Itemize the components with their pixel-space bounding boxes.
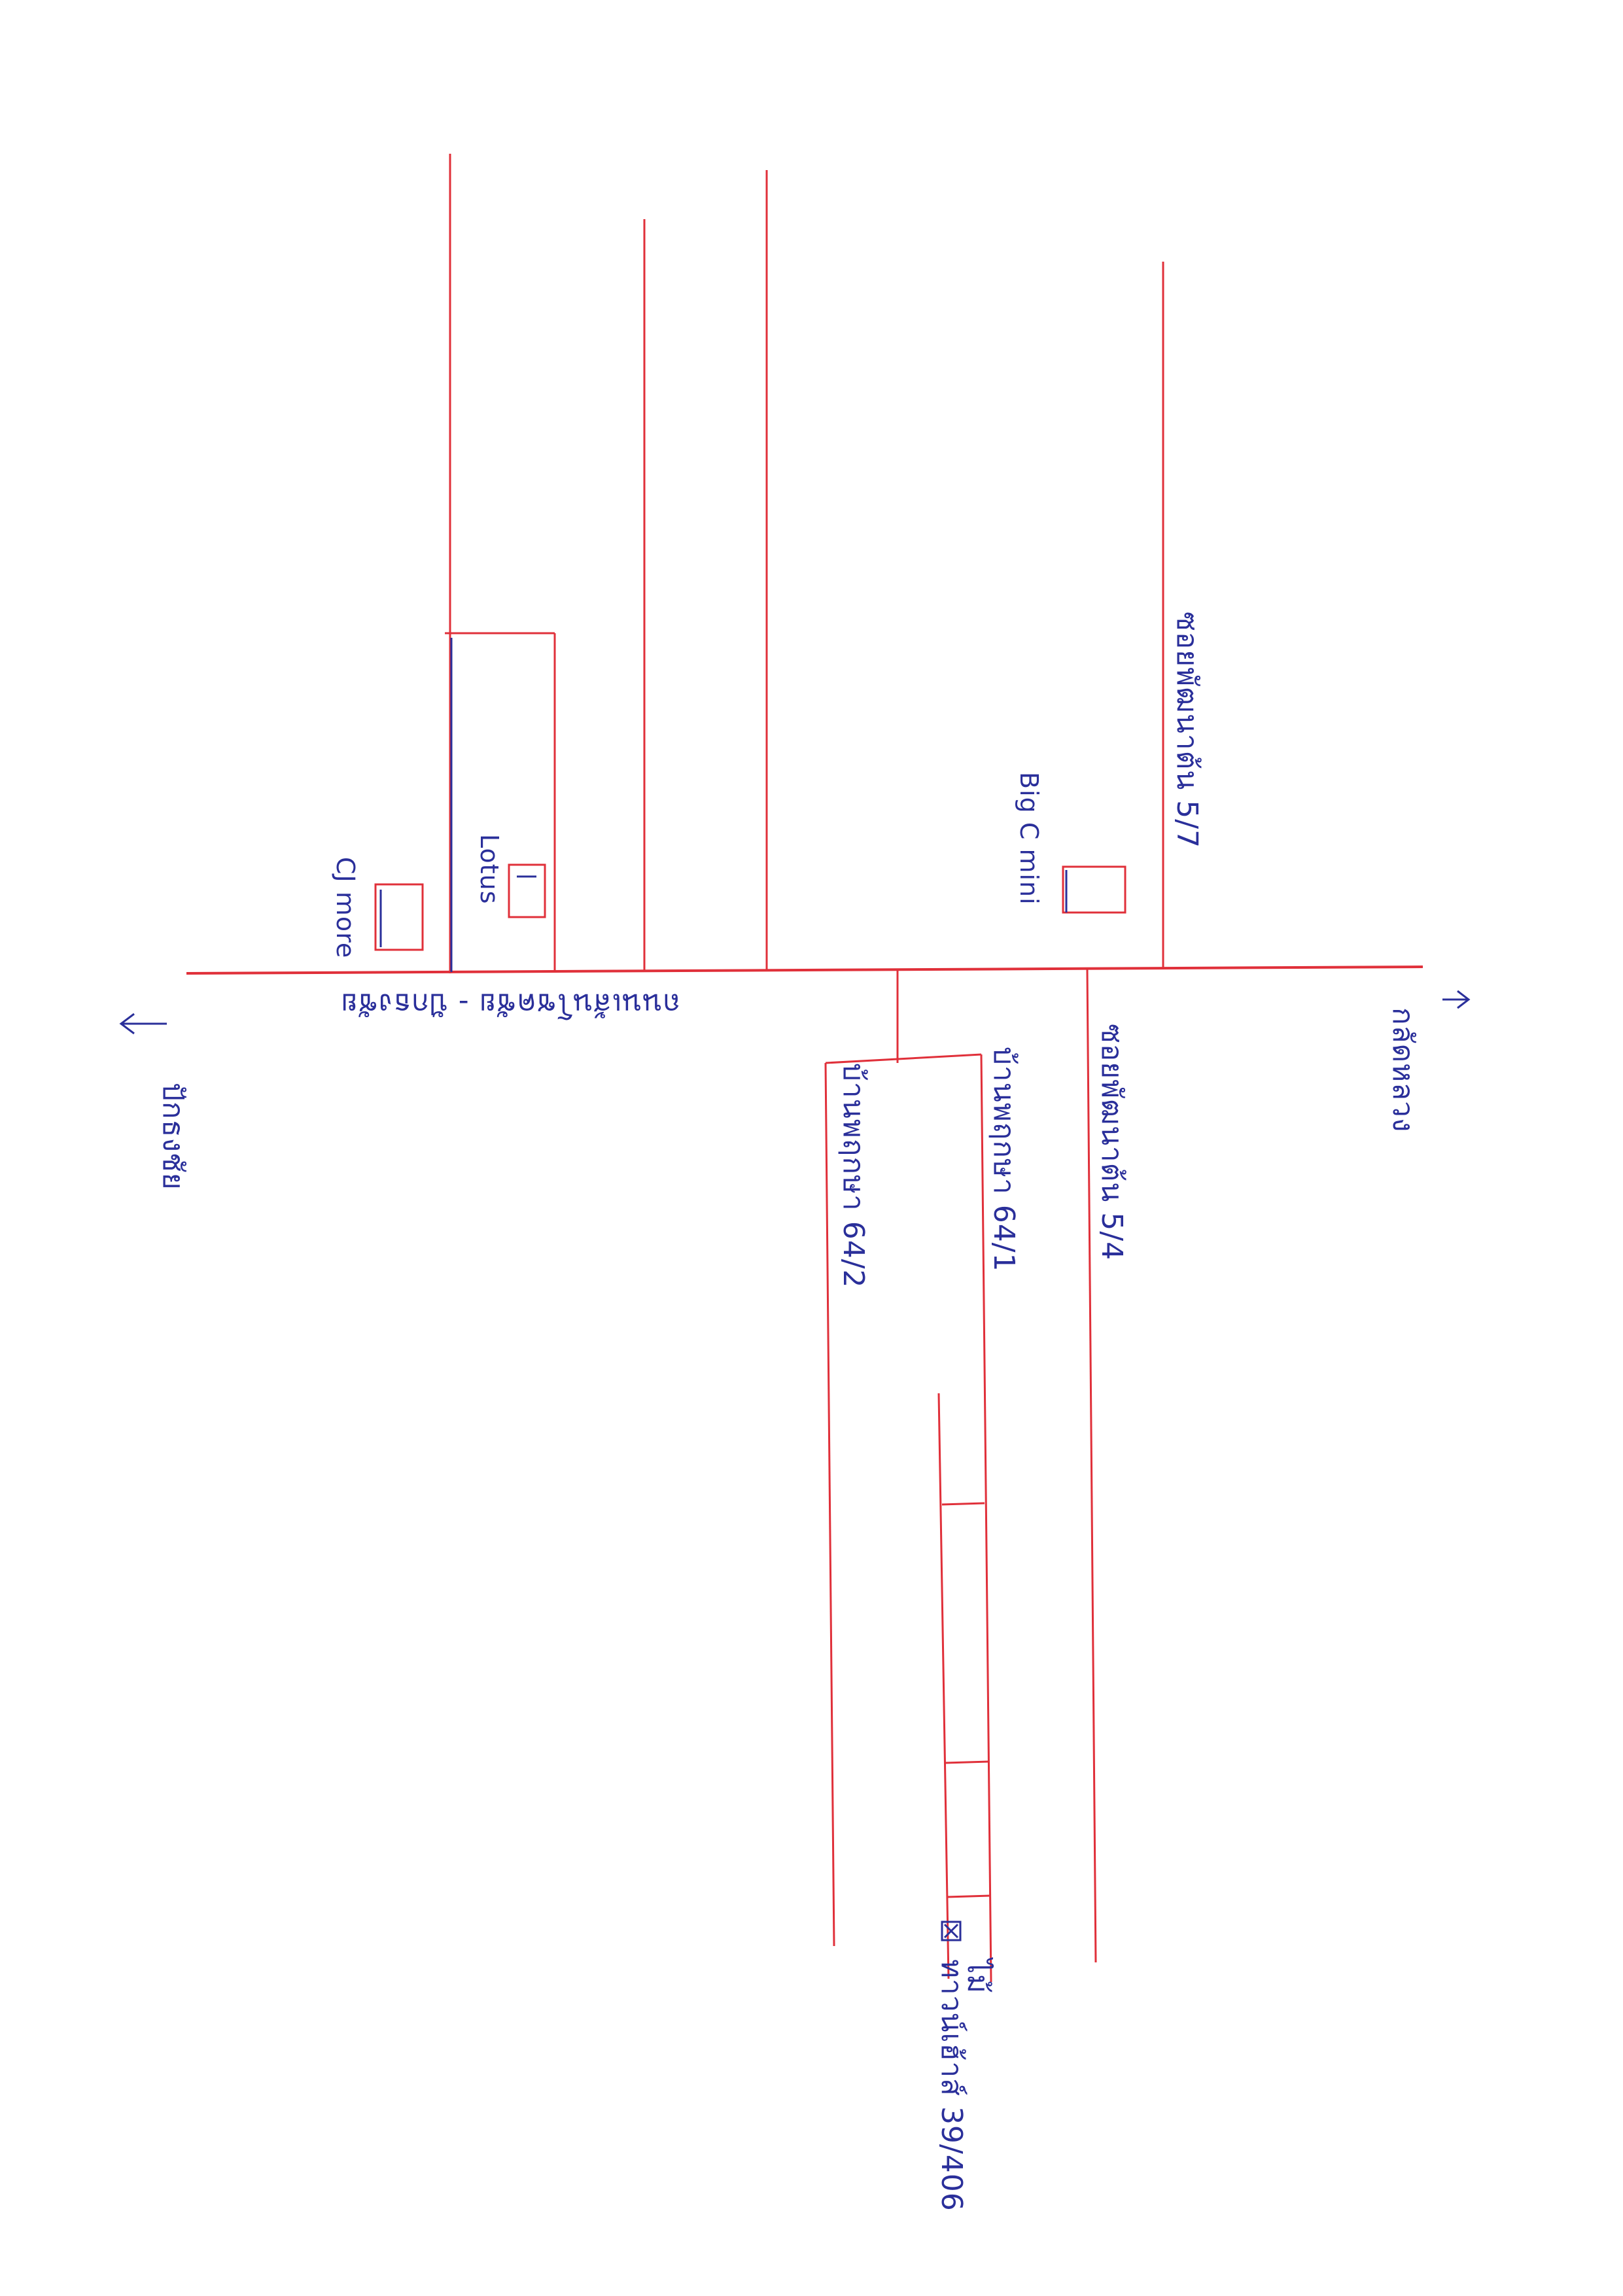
house-64-2-road — [824, 1062, 835, 1947]
soi-5-4-road — [1086, 969, 1097, 1963]
big-c-mini-box — [1062, 865, 1126, 914]
label-soi-5-4: ซอยพัฒนาต้น 5/4 — [1095, 1024, 1128, 1261]
label-main-road: ถนนเส้นโชคชัย - ปักธงชัย — [340, 987, 680, 1020]
label-north: กลัดหลวง — [1386, 1007, 1420, 1132]
label-lotus: Lotus — [475, 834, 504, 905]
ladder-rung-1 — [941, 1502, 985, 1506]
branch-cross — [825, 1053, 982, 1064]
townhouse-rail — [937, 1393, 950, 1979]
arrow-left-icon — [119, 1013, 167, 1035]
label-target-prefix: ไม้ — [961, 1957, 994, 1994]
label-target-house: ทาวน์เฮ้าส์ 39/406 — [935, 1959, 968, 2212]
ladder-rung-3 — [947, 1894, 991, 1898]
lotus-box — [508, 863, 546, 918]
label-cj-more: CJ more — [331, 857, 360, 958]
main-road-line — [186, 965, 1423, 975]
label-house-64-1: บ้านพฤกษา 64/1 — [987, 1047, 1021, 1272]
ladder-rung-2 — [945, 1760, 990, 1764]
label-big-c-mini: Big C mini — [1015, 772, 1043, 905]
label-soi-5-7: ซอยพัฒนาต้น 5/7 — [1170, 612, 1204, 848]
label-house-64-2: บ้านพฤกษา 64/2 — [837, 1063, 870, 1289]
house-64-1-road — [980, 1054, 992, 1983]
arrow-right-icon — [1442, 990, 1471, 1009]
house-marker-icon — [941, 1921, 962, 1941]
label-south: ปักธงชัย — [156, 1083, 190, 1191]
cj-more-box — [374, 883, 424, 951]
